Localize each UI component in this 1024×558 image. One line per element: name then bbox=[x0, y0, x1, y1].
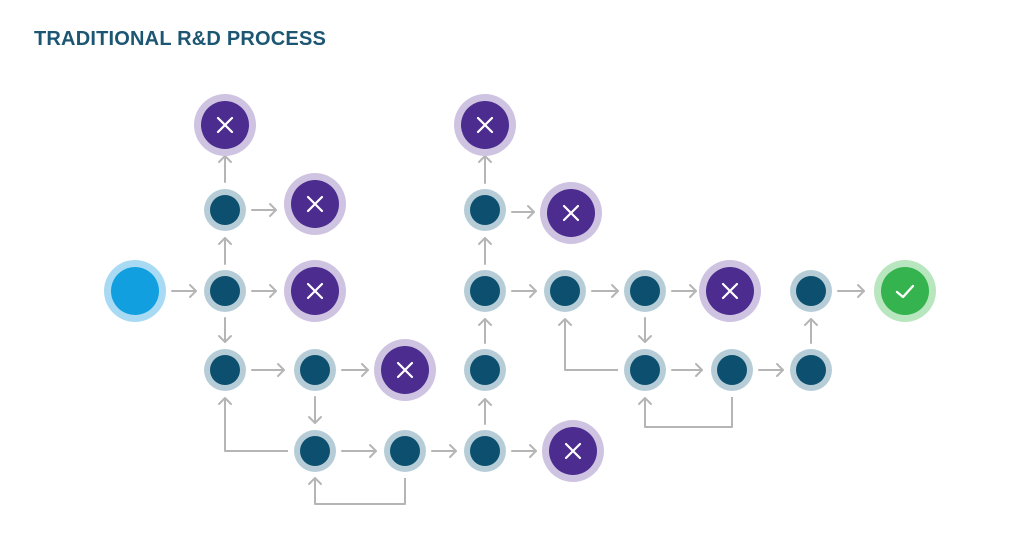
process-step-node bbox=[790, 270, 832, 312]
arrowhead bbox=[638, 335, 652, 343]
failure-node bbox=[454, 94, 516, 156]
start-node bbox=[104, 260, 166, 322]
arrowhead bbox=[478, 237, 492, 245]
node-core bbox=[210, 195, 240, 225]
process-step-node bbox=[464, 270, 506, 312]
process-step-node bbox=[294, 430, 336, 472]
node-core bbox=[717, 355, 747, 385]
arrowhead bbox=[611, 284, 619, 298]
process-step-node bbox=[204, 270, 246, 312]
arrowhead bbox=[189, 284, 197, 298]
x-icon bbox=[216, 116, 234, 134]
success-node bbox=[874, 260, 936, 322]
x-icon bbox=[564, 442, 582, 460]
arrowhead bbox=[857, 284, 865, 298]
arrowhead bbox=[776, 363, 784, 377]
node-core bbox=[300, 436, 330, 466]
arrowhead bbox=[638, 397, 652, 405]
arrowhead bbox=[529, 284, 537, 298]
node-core bbox=[796, 355, 826, 385]
failure-node bbox=[374, 339, 436, 401]
failure-node bbox=[542, 420, 604, 482]
arrowhead bbox=[369, 444, 377, 458]
loop-back-arrow bbox=[314, 478, 406, 505]
arrowhead bbox=[277, 363, 285, 377]
process-step-node bbox=[544, 270, 586, 312]
page-title: TRADITIONAL R&D PROCESS bbox=[34, 28, 327, 50]
process-step-node bbox=[711, 349, 753, 391]
arrowhead bbox=[308, 416, 322, 424]
arrowhead bbox=[449, 444, 457, 458]
process-step-node bbox=[464, 189, 506, 231]
node-core bbox=[630, 355, 660, 385]
process-step-node bbox=[204, 189, 246, 231]
failure-node bbox=[194, 94, 256, 156]
arrowhead bbox=[695, 363, 703, 377]
node-core bbox=[300, 355, 330, 385]
connectors bbox=[171, 155, 865, 505]
process-step-node bbox=[790, 349, 832, 391]
arrowhead bbox=[269, 284, 277, 298]
x-icon bbox=[562, 204, 580, 222]
arrowhead bbox=[308, 477, 322, 485]
checkmark-icon bbox=[895, 284, 915, 299]
node-core bbox=[210, 276, 240, 306]
arrowhead bbox=[269, 203, 277, 217]
loop-back-arrow bbox=[224, 398, 288, 452]
x-icon bbox=[476, 116, 494, 134]
failure-node bbox=[284, 173, 346, 235]
loop-back-arrow bbox=[564, 319, 618, 371]
failure-node bbox=[284, 260, 346, 322]
failure-node bbox=[699, 260, 761, 322]
arrowhead bbox=[361, 363, 369, 377]
process-step-node bbox=[384, 430, 426, 472]
x-icon bbox=[306, 195, 324, 213]
process-step-node bbox=[294, 349, 336, 391]
node-core bbox=[550, 276, 580, 306]
arrowhead bbox=[529, 444, 537, 458]
node-core bbox=[630, 276, 660, 306]
node-core bbox=[881, 267, 929, 315]
arrowhead bbox=[218, 237, 232, 245]
process-step-node bbox=[464, 349, 506, 391]
arrowhead bbox=[478, 398, 492, 406]
arrowhead bbox=[478, 318, 492, 326]
arrowhead bbox=[527, 205, 535, 219]
x-icon bbox=[721, 282, 739, 300]
loop-back-arrow bbox=[644, 397, 733, 428]
failure-node bbox=[540, 182, 602, 244]
node-core bbox=[111, 267, 159, 315]
arrowhead bbox=[218, 335, 232, 343]
node-core bbox=[470, 355, 500, 385]
node-core bbox=[210, 355, 240, 385]
node-core bbox=[470, 436, 500, 466]
node-core bbox=[470, 276, 500, 306]
nodes bbox=[104, 94, 936, 482]
process-step-node bbox=[624, 349, 666, 391]
x-icon bbox=[306, 282, 324, 300]
arrowhead bbox=[689, 284, 697, 298]
node-core bbox=[796, 276, 826, 306]
process-step-node bbox=[204, 349, 246, 391]
arrowhead bbox=[218, 397, 232, 405]
node-core bbox=[470, 195, 500, 225]
process-step-node bbox=[464, 430, 506, 472]
node-core bbox=[390, 436, 420, 466]
x-icon bbox=[396, 361, 414, 379]
process-step-node bbox=[624, 270, 666, 312]
arrowhead bbox=[558, 318, 572, 326]
arrowhead bbox=[804, 318, 818, 326]
